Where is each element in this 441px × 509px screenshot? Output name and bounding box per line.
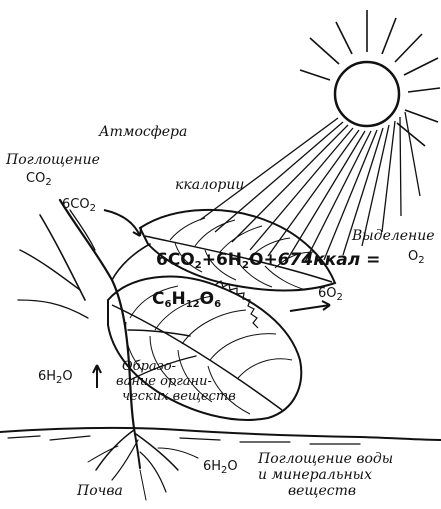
h2o-stem-label: 6H2O bbox=[38, 370, 73, 386]
glucose-h: H bbox=[171, 289, 185, 309]
sun-icon bbox=[200, 10, 440, 262]
oxygen-release-formula-sub: 2 bbox=[418, 255, 424, 266]
h2o-soil-tail: O bbox=[227, 459, 237, 474]
organic-line-3: ческих веществ bbox=[122, 390, 236, 404]
h2o-soil-label: 6H2O bbox=[203, 460, 238, 476]
glucose-o-sub: 6 bbox=[214, 299, 221, 310]
co2-absorption-formula-sub: 2 bbox=[45, 177, 51, 188]
oxygen-release-title: Выделение bbox=[352, 229, 435, 244]
co2-absorption-title: Поглощение bbox=[6, 153, 100, 168]
o2-output-label: 6O2 bbox=[318, 287, 343, 303]
equation-mid: +6H bbox=[202, 250, 242, 270]
glucose-o: O bbox=[200, 289, 214, 309]
co2-arrow bbox=[104, 210, 141, 236]
glucose-c: C bbox=[152, 289, 164, 309]
kcal-label: ккалории bbox=[175, 178, 244, 193]
water-absorption-line-1: Поглощение воды bbox=[258, 452, 393, 467]
photosynthesis-equation: 6CO2+6H2O+674ккал = bbox=[156, 252, 380, 271]
equation-left: 6CO bbox=[156, 250, 195, 270]
glucose-h-sub: 12 bbox=[186, 299, 200, 310]
glucose-formula: C6H12O6 bbox=[152, 291, 221, 310]
h2o-soil-main: 6H bbox=[203, 459, 221, 474]
o2-output-main: 6O bbox=[318, 286, 337, 301]
h2o-stem-tail: O bbox=[62, 369, 72, 384]
equation-mid-sub: 2 bbox=[242, 260, 249, 271]
h2o-stem-main: 6H bbox=[38, 369, 56, 384]
soil-label: Почва bbox=[77, 484, 123, 499]
water-arrow bbox=[93, 365, 101, 388]
equation-left-sub: 2 bbox=[195, 260, 202, 271]
organic-line-1: Образо- bbox=[122, 360, 176, 374]
oxygen-release-formula-main: O bbox=[408, 249, 418, 264]
co2-input-label: 6CO2 bbox=[62, 198, 96, 214]
oxygen-release-formula: O2 bbox=[408, 250, 425, 266]
equation-mid-tail: O bbox=[249, 250, 263, 270]
o2-output-sub: 2 bbox=[337, 292, 343, 303]
water-absorption-line-3: веществ bbox=[288, 484, 356, 499]
organic-line-2: вание органи- bbox=[116, 375, 212, 389]
atmosphere-label: Атмосфера bbox=[99, 125, 187, 140]
water-absorption-line-2: и минеральных bbox=[258, 468, 372, 483]
equation-right: +674ккал = bbox=[263, 250, 380, 270]
co2-absorption-formula-main: CO bbox=[26, 171, 45, 186]
co2-absorption-formula: CO2 bbox=[26, 172, 52, 188]
co2-input-main: 6CO bbox=[62, 197, 90, 212]
co2-input-sub: 2 bbox=[90, 203, 96, 214]
